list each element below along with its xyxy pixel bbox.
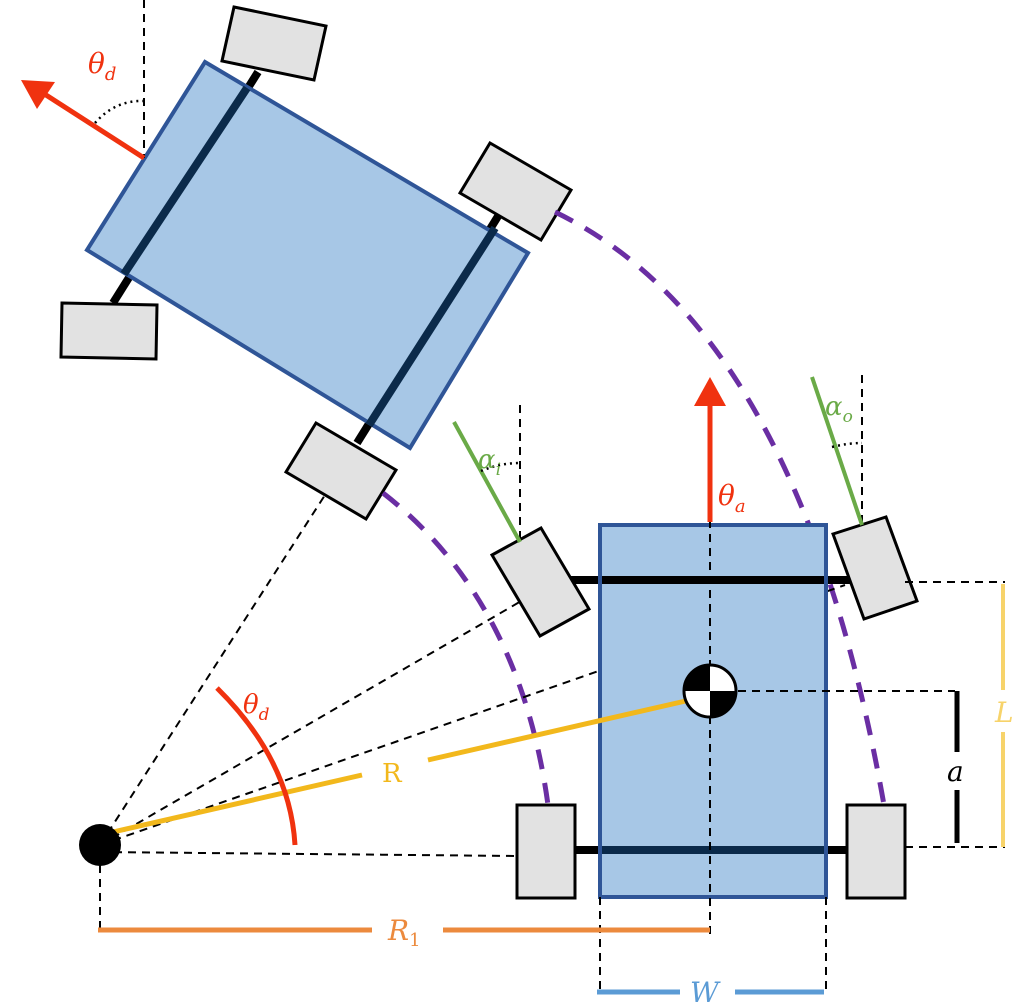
icr-to-rear-axle-line <box>99 851 518 857</box>
alpha-i-label: αi <box>478 445 501 480</box>
icr-construction-lines <box>99 494 846 928</box>
outer-wheel-path <box>553 209 887 806</box>
rotated-wheel-rear-right <box>59 301 159 361</box>
outer-rear-wheel <box>845 803 907 900</box>
rotated-front-axle-inner <box>365 225 499 428</box>
alpha-o-steer-line <box>810 376 864 526</box>
center-of-gravity-icon <box>682 663 738 719</box>
rotated-wheel-rear-left <box>220 5 328 82</box>
radius-label: R <box>382 759 403 789</box>
radius-line-right <box>427 697 691 763</box>
inner-rear-wheel <box>515 803 577 900</box>
icr-to-outer-front-wheel-line <box>99 584 846 846</box>
radius-line-left <box>99 772 363 838</box>
theta-d-heading-arrow <box>44 92 146 161</box>
rotated-vehicle <box>59 5 574 522</box>
theta-d-arrowhead <box>21 80 55 109</box>
dimension-r1-label: R1 <box>387 914 421 951</box>
inner-front-wheel <box>489 525 592 639</box>
theta-d-top-label: θd <box>88 47 116 85</box>
dimension-l-label: L <box>994 696 1014 729</box>
theta-d-arc-label: θd <box>243 690 270 725</box>
inner-wheel-path <box>381 491 551 806</box>
rotated-wheel-front-right <box>283 420 399 522</box>
theta-a-label: θa <box>718 479 746 517</box>
alpha-i-steer-line <box>452 421 522 543</box>
dimension-w-label: W <box>690 976 721 1007</box>
theta-a-arrowhead <box>694 377 726 406</box>
alpha-o-label: αo <box>825 392 853 427</box>
theta-d-arc <box>215 686 298 846</box>
rotated-body <box>84 59 531 451</box>
instant-center-of-rotation <box>79 824 121 866</box>
theta-d-angle-arc <box>94 99 145 124</box>
dimension-a-label: a <box>947 755 964 788</box>
rotated-wheel-front-left <box>457 140 574 243</box>
alpha-i-angle-arc <box>480 461 521 473</box>
outer-front-wheel <box>831 515 919 621</box>
rotated-rear-axle-inner <box>120 85 251 277</box>
icr-to-inner-front-wheel-line <box>99 599 524 846</box>
